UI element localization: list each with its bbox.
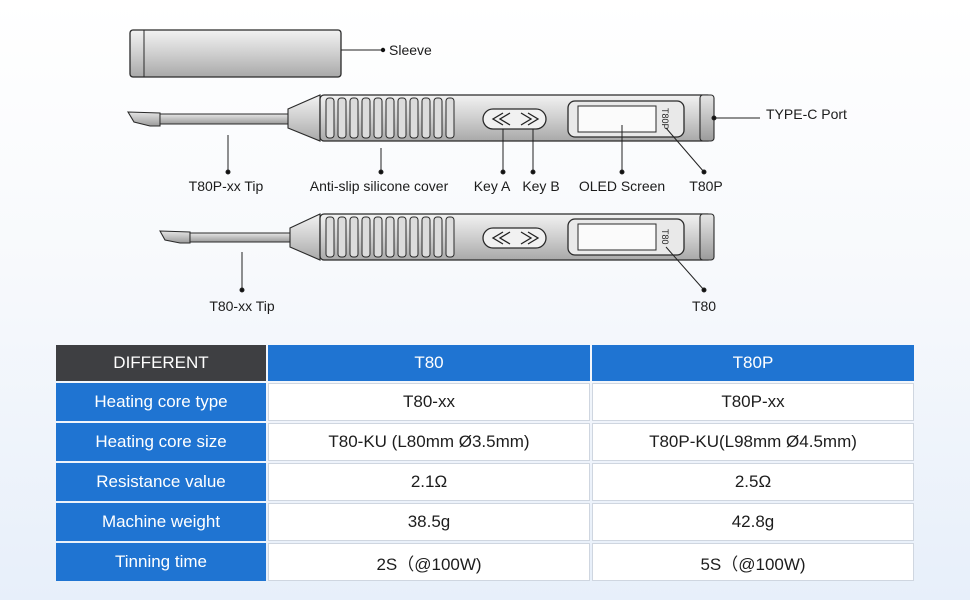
label-oled-screen: OLED Screen — [579, 178, 665, 194]
label-t80-tip: T80-xx Tip — [209, 298, 275, 314]
comparison-table: DIFFERENT T80 T80P Heating core type T80… — [54, 343, 916, 583]
label-t80p-tip: T80P-xx Tip — [189, 178, 264, 194]
cell-t80p: 5S（@100W) — [592, 543, 914, 581]
label-t80p: T80P — [689, 178, 722, 194]
table-row: Heating core type T80-xx T80P-xx — [56, 383, 914, 421]
cell-t80p: T80P-xx — [592, 383, 914, 421]
table-row: Tinning time 2S（@100W) 5S（@100W) — [56, 543, 914, 581]
t80-iron: T80 — [159, 213, 715, 261]
cell-t80p: 2.5Ω — [592, 463, 914, 501]
row-label: Heating core type — [56, 383, 266, 421]
label-key-b: Key B — [522, 178, 559, 194]
cell-t80: 2S（@100W) — [268, 543, 590, 581]
row-label: Tinning time — [56, 543, 266, 581]
cell-t80: T80-xx — [268, 383, 590, 421]
row-label: Machine weight — [56, 503, 266, 541]
table-row: Resistance value 2.1Ω 2.5Ω — [56, 463, 914, 501]
row-label: Resistance value — [56, 463, 266, 501]
cell-t80: T80-KU (L80mm Ø3.5mm) — [268, 423, 590, 461]
cell-t80p: 42.8g — [592, 503, 914, 541]
label-sleeve: Sleeve — [389, 42, 432, 58]
cell-t80p: T80P-KU(L98mm Ø4.5mm) — [592, 423, 914, 461]
label-type-c-port: TYPE-C Port — [766, 106, 847, 122]
cell-t80: 2.1Ω — [268, 463, 590, 501]
soldering-iron-diagram: Sleeve T80P — [127, 29, 847, 314]
sleeve-part: Sleeve — [129, 29, 432, 78]
label-key-a: Key A — [474, 178, 511, 194]
t80p-leaders — [225, 115, 760, 175]
header-different: DIFFERENT — [56, 345, 266, 381]
key-b-icon — [520, 112, 540, 126]
table-row: Machine weight 38.5g 42.8g — [56, 503, 914, 541]
table-row: Heating core size T80-KU (L80mm Ø3.5mm) … — [56, 423, 914, 461]
table-header-row: DIFFERENT T80 T80P — [56, 345, 914, 381]
key-a-icon — [491, 112, 511, 126]
header-t80p: T80P — [592, 345, 914, 381]
t80-body-mark: T80 — [660, 229, 670, 245]
t80-key-a-icon — [491, 231, 511, 245]
t80p-body-mark: T80P — [660, 108, 670, 130]
label-t80: T80 — [692, 298, 716, 314]
t80-leaders — [239, 246, 707, 293]
cell-t80: 38.5g — [268, 503, 590, 541]
t80-key-b-icon — [520, 231, 540, 245]
label-anti-slip: Anti-slip silicone cover — [310, 178, 449, 194]
row-label: Heating core size — [56, 423, 266, 461]
t80p-iron: T80P — [127, 94, 715, 142]
header-t80: T80 — [268, 345, 590, 381]
